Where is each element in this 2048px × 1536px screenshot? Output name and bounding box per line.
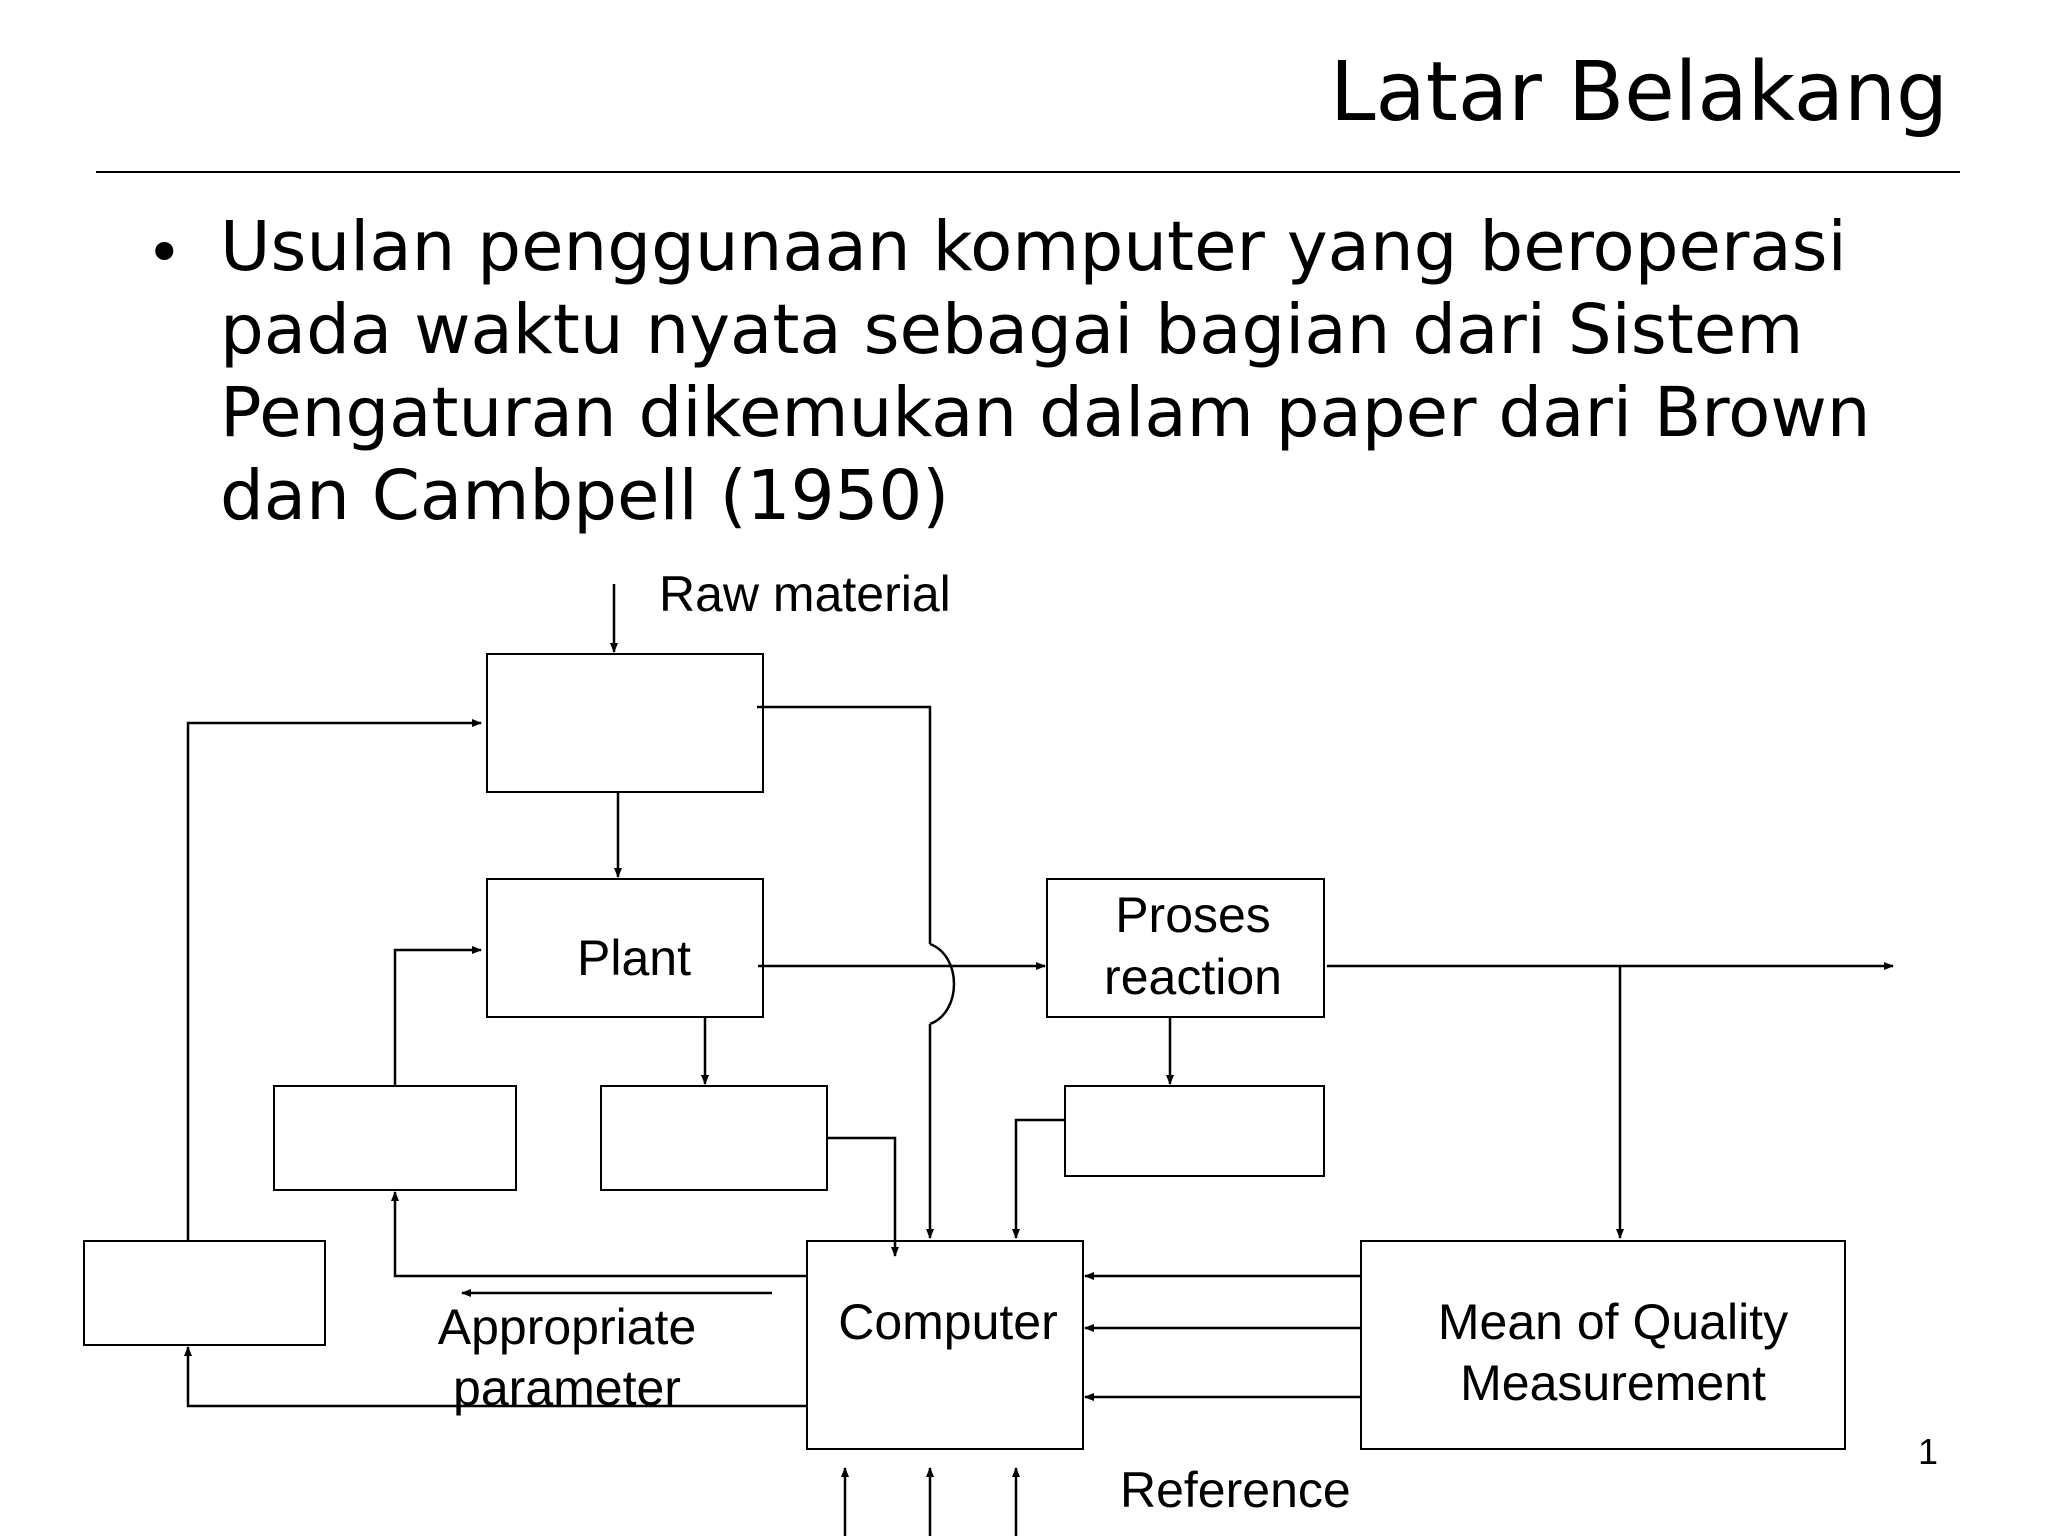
proses-label-line2: reaction — [1104, 949, 1282, 1005]
title-divider — [96, 171, 1960, 173]
raw-material-box — [486, 653, 764, 793]
computer-to-left-sensor-arrow — [391, 1191, 807, 1278]
page-number: 1 — [1918, 1431, 1939, 1472]
actuator-to-raw-material-arrow — [186, 719, 482, 1241]
left-sensor-to-plant-arrow — [393, 946, 482, 1086]
appropriate-parameter-label-line2: parameter — [453, 1360, 681, 1416]
mean-quality-label-line1: Mean of Quality — [1438, 1294, 1788, 1350]
plant-sensor-to-computer-arrow — [827, 1136, 899, 1257]
left-sensor-box — [273, 1085, 517, 1191]
appropriate-parameter-label-line1: Appropriate — [438, 1299, 697, 1355]
computer-label: Computer — [838, 1294, 1058, 1350]
raw-material-label: Raw material — [659, 566, 951, 622]
quality-measurement-box — [1360, 1240, 1846, 1450]
reaction-sensor-to-computer-arrow — [1012, 1118, 1065, 1239]
plant-label: Plant — [577, 930, 691, 986]
reference-label: Reference — [1120, 1462, 1351, 1518]
slide-title: Latar Belakang — [1329, 45, 1948, 140]
bullet-text: Usulan penggunaan komputer yang beropera… — [220, 207, 1871, 536]
plant-output-sensor-box — [600, 1085, 828, 1191]
mean-quality-label-line2: Measurement — [1460, 1355, 1766, 1411]
actuator-box — [83, 1240, 326, 1346]
line-crossover-hop — [929, 942, 956, 1026]
raw-material-to-computer-line — [757, 705, 932, 944]
proses-label-line1: Proses — [1115, 887, 1271, 943]
plant-box — [486, 878, 764, 1018]
computer-to-actuator-arrow — [184, 1346, 807, 1408]
bullet-marker: • — [146, 216, 183, 289]
computer-box — [806, 1240, 1084, 1450]
proses-reaction-box — [1046, 878, 1325, 1018]
reaction-sensor-box — [1064, 1085, 1325, 1177]
